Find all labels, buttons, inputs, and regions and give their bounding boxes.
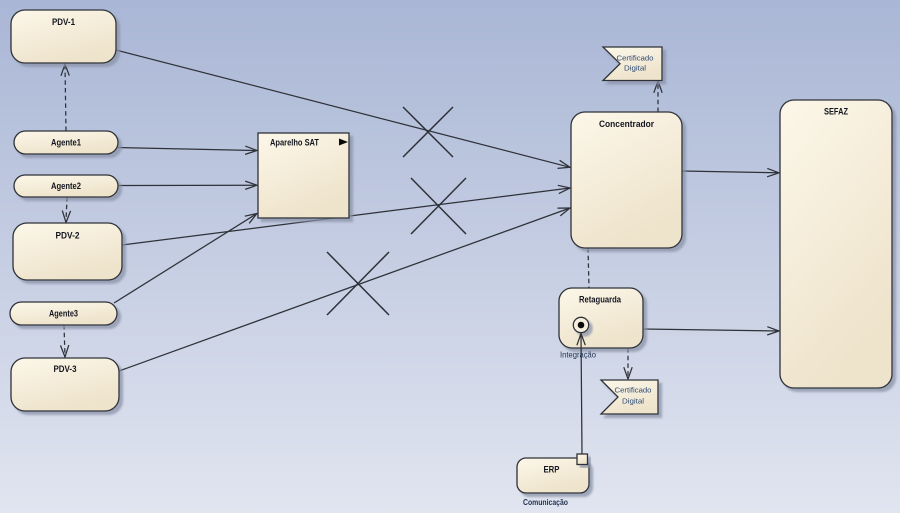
svg-text:Agente3: Agente3 [49, 309, 78, 319]
svg-text:Retaguarda: Retaguarda [579, 295, 622, 305]
svg-text:Concentrador: Concentrador [599, 119, 654, 129]
svg-text:Integração: Integração [560, 350, 596, 360]
svg-text:Aparelho SAT: Aparelho SAT [270, 137, 319, 147]
svg-text:Digital: Digital [622, 398, 645, 405]
svg-text:Agente2: Agente2 [51, 181, 81, 191]
svg-text:Certificado: Certificado [617, 56, 654, 63]
svg-text:PDV-2: PDV-2 [56, 231, 80, 241]
svg-text:Comunicação: Comunicação [523, 497, 568, 507]
svg-text:SEFAZ: SEFAZ [824, 107, 848, 117]
svg-text:ERP: ERP [544, 464, 560, 474]
svg-text:Agente1: Agente1 [51, 138, 81, 148]
svg-text:PDV-1: PDV-1 [52, 17, 75, 27]
svg-text:PDV-3: PDV-3 [54, 364, 77, 374]
svg-text:Digital: Digital [624, 65, 647, 72]
svg-text:Certificado: Certificado [615, 388, 652, 395]
